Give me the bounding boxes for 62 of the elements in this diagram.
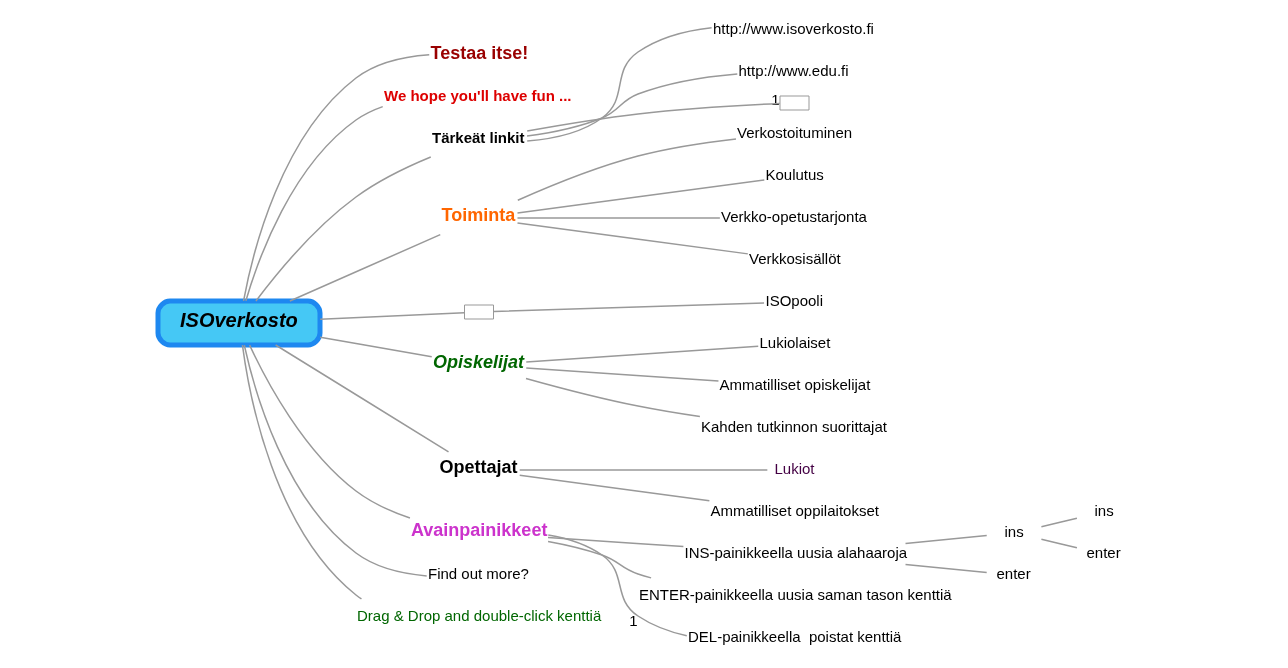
- node-text: Verkko-opetustarjonta: [720, 207, 867, 225]
- connector: [516, 222, 749, 255]
- node-text: Testaa itse!: [430, 43, 528, 64]
- node-box: ISOverkosto: [155, 298, 322, 348]
- node-text: Lukiolaiset: [759, 333, 830, 351]
- node-text: enter: [1086, 543, 1121, 561]
- node-text: Lukiot: [774, 459, 815, 477]
- connector: [243, 344, 427, 577]
- connector: [546, 540, 652, 579]
- node-box: [463, 304, 494, 320]
- connector: [274, 344, 449, 453]
- connector: [525, 102, 780, 132]
- node-text: Verkostoituminen: [736, 123, 852, 141]
- connector: [525, 73, 738, 137]
- node-label: 1: [628, 612, 638, 629]
- node-text: enter: [996, 564, 1031, 582]
- node-text: Koulutus: [765, 165, 824, 183]
- connector: [254, 156, 431, 302]
- connector: [248, 344, 411, 519]
- connector: [516, 217, 721, 219]
- node-text: Verkkosisällöt: [748, 249, 841, 267]
- connector: [242, 53, 430, 302]
- connector: [1040, 517, 1078, 528]
- node-text: INS-painikkeella uusia alahaaroja: [684, 543, 907, 561]
- connector: [904, 563, 987, 574]
- node-box: [779, 95, 809, 111]
- connector: [1040, 538, 1078, 549]
- connector: [288, 233, 441, 302]
- node-text: Avainpainikkeet: [410, 520, 547, 541]
- node-text: DEL-painikkeella poistat kenttiä: [687, 627, 901, 645]
- connector: [319, 311, 465, 321]
- node-text: Find out more?: [427, 564, 529, 582]
- node-text: ins: [1004, 522, 1024, 540]
- connector: [525, 367, 719, 382]
- connector: [516, 138, 737, 201]
- node-text: Tärkeät linkit: [431, 128, 525, 146]
- node-text: ISOpooli: [765, 291, 823, 309]
- node-text: Ammatilliset oppilaitokset: [710, 501, 879, 519]
- connector: [547, 534, 688, 637]
- node-text: http://www.isoverkosto.fi: [712, 19, 874, 37]
- connector: [516, 179, 765, 214]
- connector: [524, 377, 701, 418]
- node-text: Drag & Drop and double-click kenttiä: [356, 606, 601, 624]
- node-text: We hope you'll have fun ...: [383, 86, 571, 104]
- connector: [241, 344, 362, 600]
- node-text: Kahden tutkinnon suorittajat: [700, 417, 887, 435]
- connector: [518, 474, 710, 502]
- connector: [904, 534, 987, 545]
- connector: [319, 336, 432, 358]
- connector: [546, 536, 684, 548]
- node-text: Opiskelijat: [432, 352, 524, 373]
- connector: [518, 469, 768, 471]
- connector: [525, 26, 712, 142]
- node-text: Ammatilliset opiskelijat: [719, 375, 870, 393]
- node-text: Toiminta: [441, 205, 515, 226]
- connector: [492, 302, 765, 313]
- node-text: Opettajat: [439, 457, 518, 478]
- connector: [525, 345, 759, 363]
- connector: [244, 105, 383, 302]
- node-text: ins: [1094, 501, 1114, 519]
- node-text: http://www.edu.fi: [738, 61, 849, 79]
- node-text: ENTER-painikkeella uusia saman tason kenttiä: [638, 585, 952, 603]
